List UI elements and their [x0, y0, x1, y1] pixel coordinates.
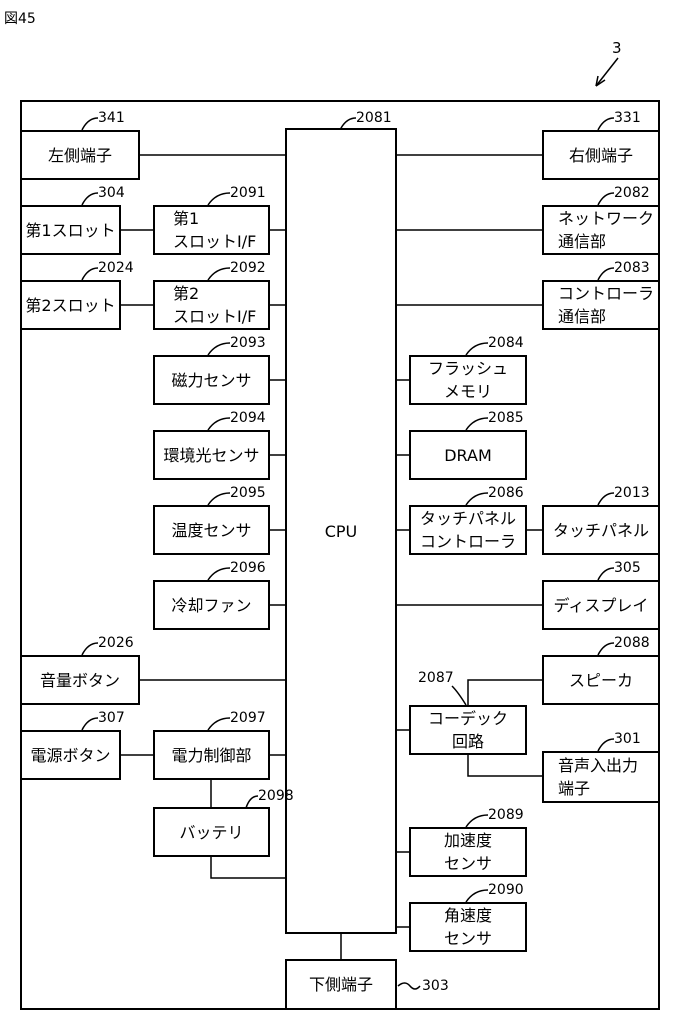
power-button-block: 電源ボタン — [20, 730, 121, 780]
accelerometer-ref: 2089 — [488, 807, 524, 823]
touch-panel-controller-ref: 2086 — [488, 485, 524, 501]
codec-ref: 2087 — [418, 670, 454, 686]
speaker-block: スピーカ — [542, 655, 660, 705]
flash-memory-ref: 2084 — [488, 335, 524, 351]
accelerometer-block: 加速度 センサ — [409, 827, 527, 877]
controller-comm-ref: 2083 — [614, 260, 650, 276]
display-ref: 305 — [614, 560, 641, 576]
network-comm-block: ネットワーク 通信部 — [542, 205, 660, 255]
audio-io-terminal-ref: 301 — [614, 731, 641, 747]
cooling-fan-block: 冷却ファン — [153, 580, 270, 630]
battery-block: バッテリ — [153, 807, 270, 857]
device-ref: 3 — [612, 39, 622, 57]
network-comm-ref: 2082 — [614, 185, 650, 201]
cpu-ref: 2081 — [356, 110, 392, 126]
slot1-block: 第1スロット — [20, 205, 121, 255]
controller-comm-block: コントローラ 通信部 — [542, 280, 660, 330]
volume-button-block: 音量ボタン — [20, 655, 140, 705]
ambient-light-sensor-ref: 2094 — [230, 410, 266, 426]
temperature-sensor-ref: 2095 — [230, 485, 266, 501]
lower-terminal-ref: 303 — [422, 978, 449, 994]
audio-io-terminal-block: 音声入出力 端子 — [542, 751, 660, 803]
flash-memory-block: フラッシュ メモリ — [409, 355, 527, 405]
cooling-fan-ref: 2096 — [230, 560, 266, 576]
touch-panel-block: タッチパネル — [542, 505, 660, 555]
dram-ref: 2085 — [488, 410, 524, 426]
left-terminal-block: 左側端子 — [20, 130, 140, 180]
volume-button-ref: 2026 — [98, 635, 134, 651]
gyro-block: 角速度 センサ — [409, 902, 527, 952]
temperature-sensor-block: 温度センサ — [153, 505, 270, 555]
right-terminal-block: 右側端子 — [542, 130, 660, 180]
power-control-block: 電力制御部 — [153, 730, 270, 780]
slot1-if-block: 第1 スロットI/F — [153, 205, 270, 255]
slot2-if-ref: 2092 — [230, 260, 266, 276]
dram-block: DRAM — [409, 430, 527, 480]
lower-terminal-block: 下側端子 — [285, 959, 397, 1010]
gyro-ref: 2090 — [488, 882, 524, 898]
codec-block: コーデック 回路 — [409, 705, 527, 755]
magnetic-sensor-block: 磁力センサ — [153, 355, 270, 405]
cpu-block: CPU — [285, 128, 397, 934]
power-control-ref: 2097 — [230, 710, 266, 726]
slot1-ref: 304 — [98, 185, 125, 201]
touch-panel-controller-block: タッチパネル コントローラ — [409, 505, 527, 555]
battery-ref: 2098 — [258, 788, 294, 804]
magnetic-sensor-ref: 2093 — [230, 335, 266, 351]
speaker-ref: 2088 — [614, 635, 650, 651]
ambient-light-sensor-block: 環境光センサ — [153, 430, 270, 480]
slot2-block: 第2スロット — [20, 280, 121, 330]
left-terminal-ref: 341 — [98, 110, 125, 126]
slot2-if-block: 第2 スロットI/F — [153, 280, 270, 330]
display-block: ディスプレイ — [542, 580, 660, 630]
power-button-ref: 307 — [98, 710, 125, 726]
slot1-if-ref: 2091 — [230, 185, 266, 201]
slot2-ref: 2024 — [98, 260, 134, 276]
right-terminal-ref: 331 — [614, 110, 641, 126]
figure-label: 図45 — [4, 11, 36, 27]
touch-panel-ref: 2013 — [614, 485, 650, 501]
